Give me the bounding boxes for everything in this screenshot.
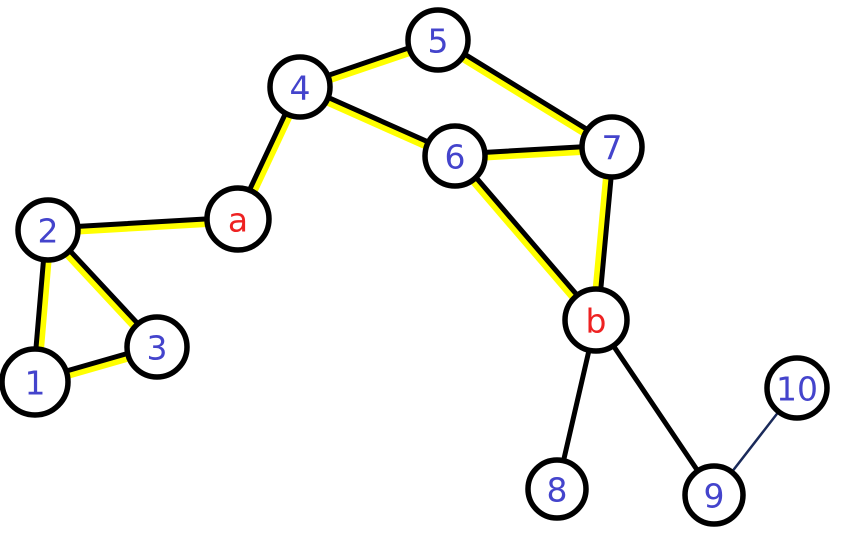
node-circle-9 (682, 463, 746, 527)
node-9: 9 (682, 463, 746, 527)
node-label-4: 4 (290, 69, 311, 108)
node-3: 3 (124, 314, 190, 380)
node-4: 4 (267, 54, 333, 120)
node-circle-6 (422, 123, 488, 189)
node-7: 7 (579, 114, 645, 180)
node-circle-8 (525, 457, 589, 521)
node-circle-3 (124, 314, 190, 380)
edge-5-7-highlight (433, 39, 614, 153)
node-circle-1 (0, 346, 71, 418)
node-circle-4 (267, 54, 333, 120)
node-label-a: a (228, 201, 248, 240)
node-circle-a (204, 185, 272, 253)
node-10: 10 (764, 355, 830, 421)
node-b: b (562, 286, 630, 354)
node-1: 1 (0, 346, 71, 418)
node-label-5: 5 (428, 22, 449, 61)
node-label-6: 6 (445, 138, 466, 177)
node-2: 2 (15, 197, 81, 263)
edge-6-b (453, 152, 600, 322)
edge-b-9 (593, 317, 717, 498)
node-label-2: 2 (38, 212, 59, 251)
node-circle-10 (764, 355, 830, 421)
node-label-7: 7 (602, 129, 623, 168)
node-8: 8 (525, 457, 589, 521)
nodes-layer: 1 2 3 a 4 5 6 7 b 8 9 10 (0, 7, 830, 527)
node-circle-2 (15, 197, 81, 263)
edge-5-7 (436, 35, 616, 148)
node-label-10: 10 (776, 370, 818, 409)
edge-6-b-highlight (449, 155, 597, 326)
node-circle-b (562, 286, 630, 354)
node-6: 6 (422, 123, 488, 189)
node-label-b: b (586, 302, 607, 341)
node-circle-5 (405, 7, 471, 73)
node-label-9: 9 (704, 477, 725, 516)
node-a: a (204, 185, 272, 253)
node-circle-7 (579, 114, 645, 180)
node-label-1: 1 (25, 364, 46, 403)
node-5: 5 (405, 7, 471, 73)
edges-layer (30, 35, 799, 498)
node-label-3: 3 (147, 329, 168, 368)
node-label-8: 8 (547, 471, 568, 510)
